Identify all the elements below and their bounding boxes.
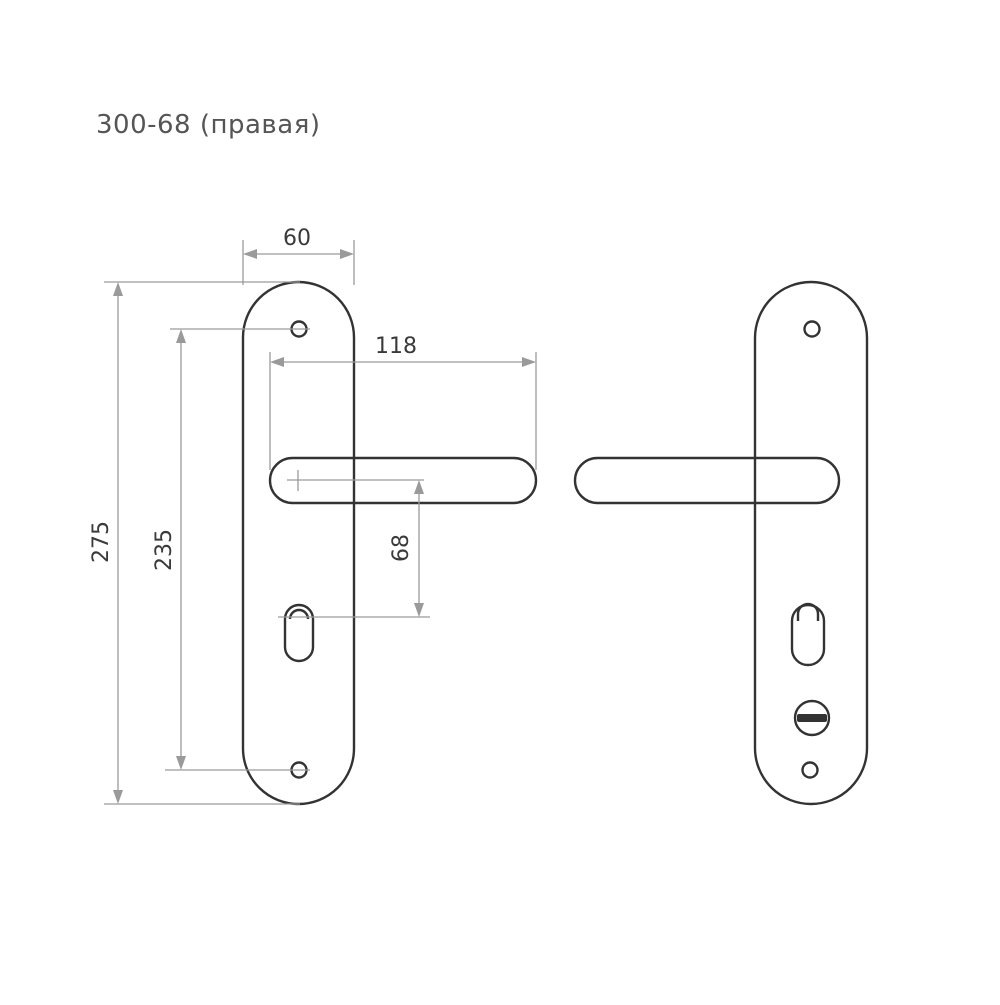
front-backplate (241, 280, 356, 806)
back-view (573, 280, 869, 806)
back-bottom-screw-hole (801, 761, 819, 779)
drawing-title: 300-68 (правая) (96, 110, 321, 140)
mount-distance-label: 235 (152, 529, 177, 571)
dimension-handle-length: 118 (269, 334, 537, 470)
dimension-total-height: 275 (89, 281, 300, 805)
cylinder-core (288, 608, 310, 620)
total-height-label: 275 (89, 521, 114, 563)
back-top-screw-hole (803, 320, 821, 338)
cylinder-opening (283, 603, 315, 663)
wc-turn-knob (793, 699, 831, 737)
back-backplate (753, 280, 869, 806)
front-lever-handle (268, 456, 538, 505)
dimension-mount-distance: 235 (152, 328, 310, 771)
handle-length-label: 118 (375, 334, 417, 359)
dimension-width: 60 (242, 226, 355, 285)
axis-distance-label: 68 (389, 534, 414, 562)
back-lever-handle (573, 456, 841, 505)
width-dimension-label: 60 (283, 226, 311, 251)
wc-knob-slot (797, 714, 827, 722)
dimension-axis-distance: 68 (278, 480, 430, 618)
back-cylinder-core (796, 602, 820, 621)
